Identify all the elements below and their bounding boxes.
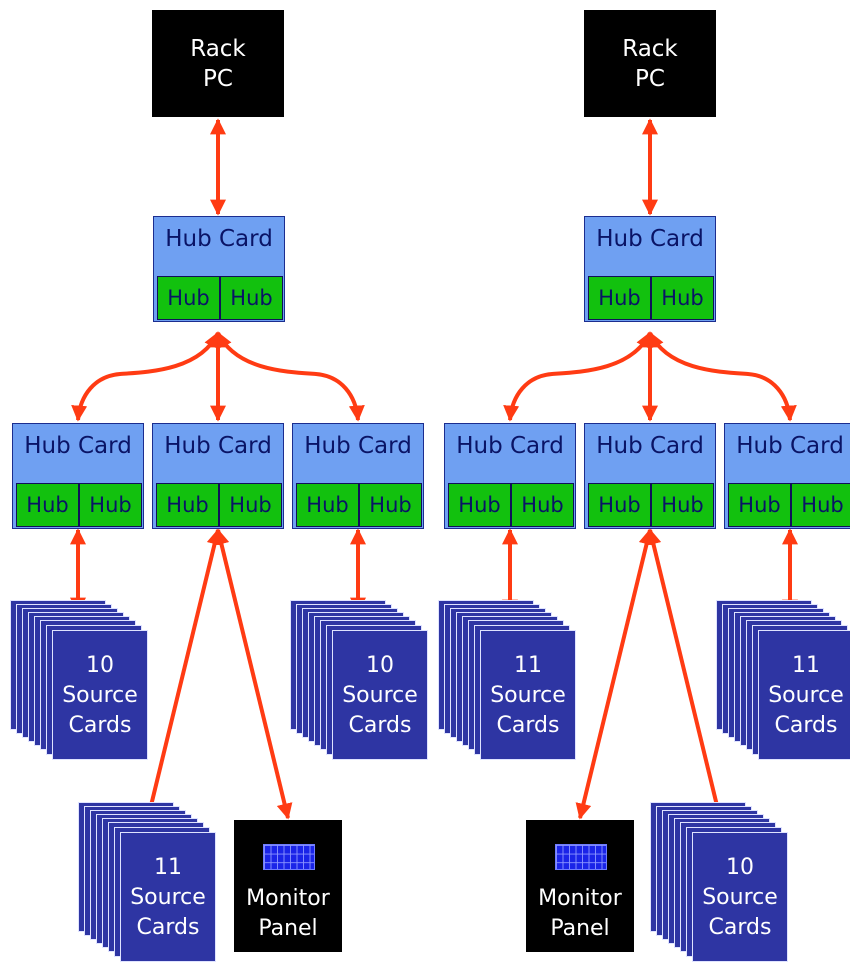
monitor-panel-label: Monitor Panel [526,884,634,944]
arrow-hub-to-hub1-right [503,331,652,422]
hub-chip: Hub [296,483,359,527]
monitor-screen-icon [555,844,607,870]
hub-chip: Hub [156,483,219,527]
hub-chip: Hub [16,483,79,527]
hub-chip: Hub [791,483,850,527]
arrow-hub2-to-monitor-left [213,528,293,820]
source-card-count: 11 [154,855,182,880]
monitor-label-line1: Monitor [246,886,330,911]
source-card-stack: 11 Source Cards [78,802,218,964]
arrow-hub2-to-monitor-right [575,528,655,820]
source-card-label: 11 Source Cards [480,630,576,760]
hub-card-2: Hub Card Hub Hub [584,423,716,529]
rack-pc-label-line1: Rack [622,36,678,62]
source-card-text: Source [702,885,778,910]
hub-card-title: Hub Card [304,433,412,459]
hub-card-3: Hub Card Hub Hub [292,423,424,529]
source-card-count: 10 [726,855,754,880]
hub-chip: Hub [220,276,283,320]
source-card-text: Cards [348,713,412,738]
source-card-text: Source [490,683,566,708]
rack-pc-label-line2: PC [635,66,665,92]
source-card-text: Source [62,683,138,708]
hub-chip: Hub [157,276,220,320]
monitor-label-line2: Panel [258,916,318,941]
hub-card-title: Hub Card [596,226,704,252]
monitor-label-line1: Monitor [538,886,622,911]
source-card-label: 10 Source Cards [332,630,428,760]
source-card-text: Cards [68,713,132,738]
source-card-label: 10 Source Cards [52,630,148,760]
source-card-stack: 10 Source Cards [650,802,790,964]
arrow-hub-to-hub1-left [71,331,220,422]
hub-chip: Hub [728,483,791,527]
hub-card-title: Hub Card [736,433,844,459]
source-card-label: 10 Source Cards [692,832,788,962]
rack-pc: Rack PC [152,10,284,117]
monitor-panel: Monitor Panel [526,820,634,952]
source-card-stack: 10 Source Cards [10,600,150,762]
rack-pc-label-line2: PC [203,66,233,92]
source-card-stack: 11 Source Cards [716,600,850,762]
source-card-text: Source [342,683,418,708]
hub-card-1: Hub Card Hub Hub [444,423,576,529]
hub-chip: Hub [79,483,142,527]
source-card-count: 10 [86,653,114,678]
hub-chip: Hub [511,483,574,527]
hub-chip: Hub [588,276,651,320]
arrow-hub-to-hub3-right [648,331,797,422]
hub-card-top: Hub Card Hub Hub [153,216,285,322]
hub-chip: Hub [651,483,714,527]
source-card-text: Cards [136,915,200,940]
rack-pc: Rack PC [584,10,716,117]
hub-card-title: Hub Card [596,433,704,459]
hub-chip: Hub [651,276,714,320]
hub-card-title: Hub Card [164,433,272,459]
hub-card-title: Hub Card [165,226,273,252]
source-card-count: 11 [792,653,820,678]
monitor-label-line2: Panel [550,916,610,941]
monitor-screen-icon [263,844,315,870]
hub-chip: Hub [359,483,422,527]
monitor-panel-label: Monitor Panel [234,884,342,944]
arrow-hub-to-hub3-left [216,331,365,422]
source-card-label: 11 Source Cards [120,832,216,962]
hub-card-2: Hub Card Hub Hub [152,423,284,529]
arrow-hub2-to-src3-right [645,528,725,820]
source-card-label: 11 Source Cards [758,630,850,760]
hub-chip: Hub [448,483,511,527]
hub-chip: Hub [588,483,651,527]
source-card-text: Cards [774,713,838,738]
arrow-hub2-to-src3-left [143,528,223,820]
hub-card-3: Hub Card Hub Hub [724,423,850,529]
source-card-text: Cards [496,713,560,738]
monitor-panel: Monitor Panel [234,820,342,952]
rack-pc-label-line1: Rack [190,36,246,62]
source-card-text: Cards [708,915,772,940]
hub-card-1: Hub Card Hub Hub [12,423,144,529]
hub-chip: Hub [219,483,282,527]
hub-card-title: Hub Card [456,433,564,459]
source-card-stack: 10 Source Cards [290,600,430,762]
source-card-count: 10 [366,653,394,678]
source-card-stack: 11 Source Cards [438,600,578,762]
hub-card-title: Hub Card [24,433,132,459]
source-card-count: 11 [514,653,542,678]
hub-card-top: Hub Card Hub Hub [584,216,716,322]
source-card-text: Source [130,885,206,910]
source-card-text: Source [768,683,844,708]
